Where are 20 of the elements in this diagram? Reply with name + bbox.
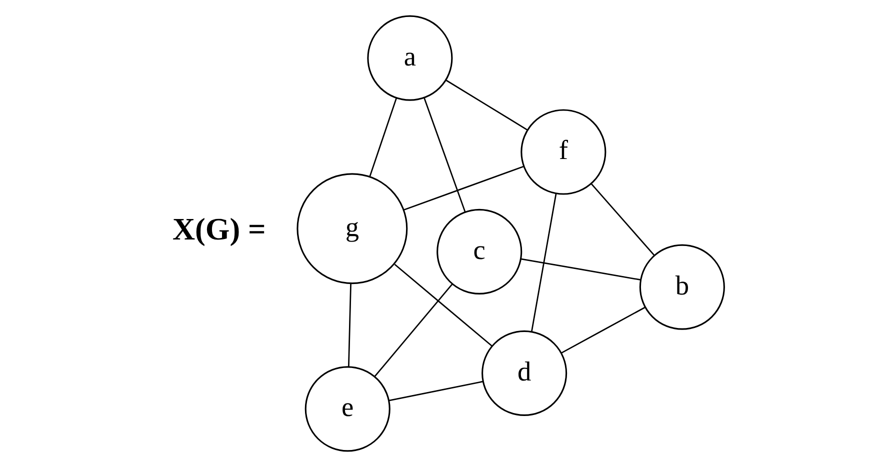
connector [590, 183, 655, 256]
connector [404, 166, 524, 211]
connector [424, 98, 466, 212]
label: X(G) = [172, 212, 266, 247]
connector [369, 98, 398, 177]
connector [561, 306, 646, 354]
connector [394, 264, 492, 347]
connector [374, 284, 453, 377]
node-circle: f [520, 109, 606, 195]
node-circle: g [296, 173, 408, 284]
connector [389, 380, 483, 402]
node-circle: a [367, 15, 453, 101]
connector [446, 80, 528, 130]
connector [348, 284, 352, 367]
node-circle: d [482, 330, 568, 416]
node-circle: c [436, 208, 522, 294]
node-circle: b [639, 244, 725, 330]
node-circle: e [304, 366, 390, 452]
connector [530, 194, 557, 332]
connector [520, 258, 641, 280]
